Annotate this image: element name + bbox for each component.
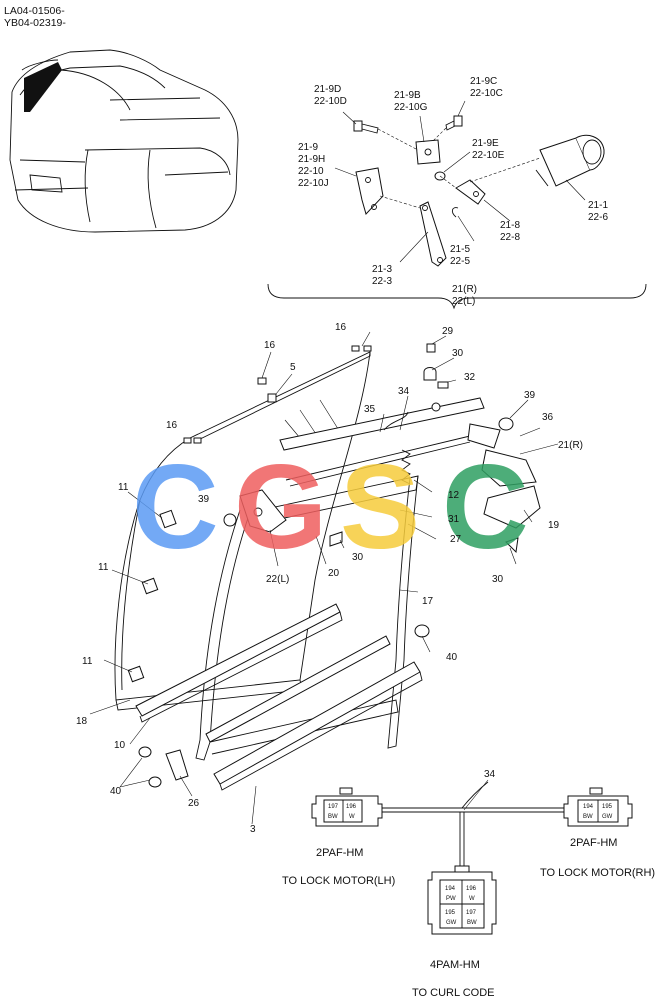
wire-color-label: BW: [328, 814, 338, 820]
part-callout: 21(R): [558, 440, 583, 451]
part-callout: 19: [548, 520, 560, 531]
part-callout: 22-10G: [394, 102, 428, 113]
part-callout: 22-5: [450, 256, 470, 267]
part-callout: 30: [492, 574, 504, 585]
part-callout: 21-9D: [314, 84, 341, 95]
part-callout: 18: [76, 716, 88, 727]
connector-desc-center: TO CURL CODE: [412, 987, 495, 999]
part-callout: 3: [250, 824, 256, 835]
lock-assembly-detail: [267, 100, 647, 310]
part-callout: 17: [422, 596, 434, 607]
part-callout: 22-10J: [298, 178, 329, 189]
part-callout: 11: [82, 656, 93, 667]
part-callout: 22-8: [500, 232, 520, 243]
part-callout: 21-1: [588, 200, 608, 211]
pin-label: 196: [346, 804, 357, 810]
serial-code-1: LA04-01506-: [4, 5, 65, 17]
part-callout: 21-3: [372, 264, 392, 275]
part-callout: 16: [166, 420, 178, 431]
wire-color-label: GW: [446, 920, 457, 926]
connector-desc-left: TO LOCK MOTOR(LH): [282, 875, 395, 887]
part-callout: 22(L): [266, 574, 289, 585]
pin-label: 194: [445, 886, 456, 892]
door-glass-and-rail-assembly: [89, 331, 559, 825]
pin-label: 195: [602, 804, 613, 810]
watermark-letter: S: [340, 440, 420, 574]
part-callout: 22-10E: [472, 150, 505, 161]
pin-label: 197: [466, 910, 477, 916]
part-callout: 30: [452, 348, 464, 359]
connector-name-right: 2PAF-HM: [570, 837, 617, 849]
watermark-letter: C: [132, 440, 219, 574]
part-callout: 22-3: [372, 276, 392, 287]
cab-overview-illustration: [9, 49, 239, 233]
group-callout: 22(L): [452, 296, 475, 307]
part-callout: 35: [364, 404, 376, 415]
pin-label: 194: [583, 804, 594, 810]
part-callout: 21-8: [500, 220, 520, 231]
part-callout: 34: [398, 386, 410, 397]
part-callout: 20: [328, 568, 340, 579]
group-callout: 21(R): [452, 284, 477, 295]
connector-name-left: 2PAF-HM: [316, 847, 363, 859]
wiring-harness-diagram: [378, 781, 566, 868]
part-callout: 29: [442, 326, 454, 337]
part-callout: 36: [542, 412, 554, 423]
part-callout: 30: [352, 552, 364, 563]
part-callout: 21-9H: [298, 154, 325, 165]
part-callout: 27: [450, 534, 462, 545]
part-callout: 34: [484, 769, 496, 780]
part-callout: 22-10: [298, 166, 324, 177]
part-callout: 16: [264, 340, 276, 351]
watermark-letter: C: [442, 440, 529, 574]
part-callout: 11: [118, 482, 129, 493]
part-callout: 22-10C: [470, 88, 503, 99]
part-callout: 32: [464, 372, 476, 383]
part-callout: 10: [114, 740, 126, 751]
part-callout: 39: [198, 494, 210, 505]
wire-color-label: W: [469, 896, 475, 902]
part-callout: 5: [290, 362, 296, 373]
serial-code-2: YB04-02319-: [4, 17, 66, 29]
part-callout: 39: [524, 390, 536, 401]
connector-2paf-hm-right: 194 195 BW GW: [563, 787, 633, 827]
pin-label: 196: [466, 886, 477, 892]
pin-label: 197: [328, 804, 339, 810]
pin-label: 195: [445, 910, 456, 916]
part-callout: 21-9E: [472, 138, 499, 149]
wire-color-label: BW: [467, 920, 477, 926]
part-callout: 22-10D: [314, 96, 347, 107]
connector-4pam-hm: 194 196 PW W 195 197 GW BW: [427, 865, 497, 935]
part-callout: 31: [448, 514, 460, 525]
connector-2paf-hm-left: 197 196 BW W: [311, 787, 383, 827]
part-callout: 11: [98, 562, 109, 573]
wire-color-label: BW: [583, 814, 593, 820]
part-callout: 21-9C: [470, 76, 497, 87]
part-callout: 16: [335, 322, 347, 333]
wire-color-label: W: [349, 814, 355, 820]
part-callout: 40: [110, 786, 122, 797]
part-callout: 22-6: [588, 212, 608, 223]
connector-name-center: 4PAM-HM: [430, 959, 480, 971]
part-callout: 21-9B: [394, 90, 421, 101]
connector-desc-right: TO LOCK MOTOR(RH): [540, 867, 655, 879]
watermark-letter: G: [234, 440, 327, 574]
part-callout: 12: [448, 490, 460, 501]
wire-color-label: GW: [602, 814, 613, 820]
part-callout: 26: [188, 798, 200, 809]
part-callout: 40: [446, 652, 458, 663]
part-callout: 21-9: [298, 142, 318, 153]
cgsc-watermark: C G S C: [132, 440, 529, 574]
wire-color-label: PW: [446, 896, 456, 902]
part-callout: 21-5: [450, 244, 470, 255]
